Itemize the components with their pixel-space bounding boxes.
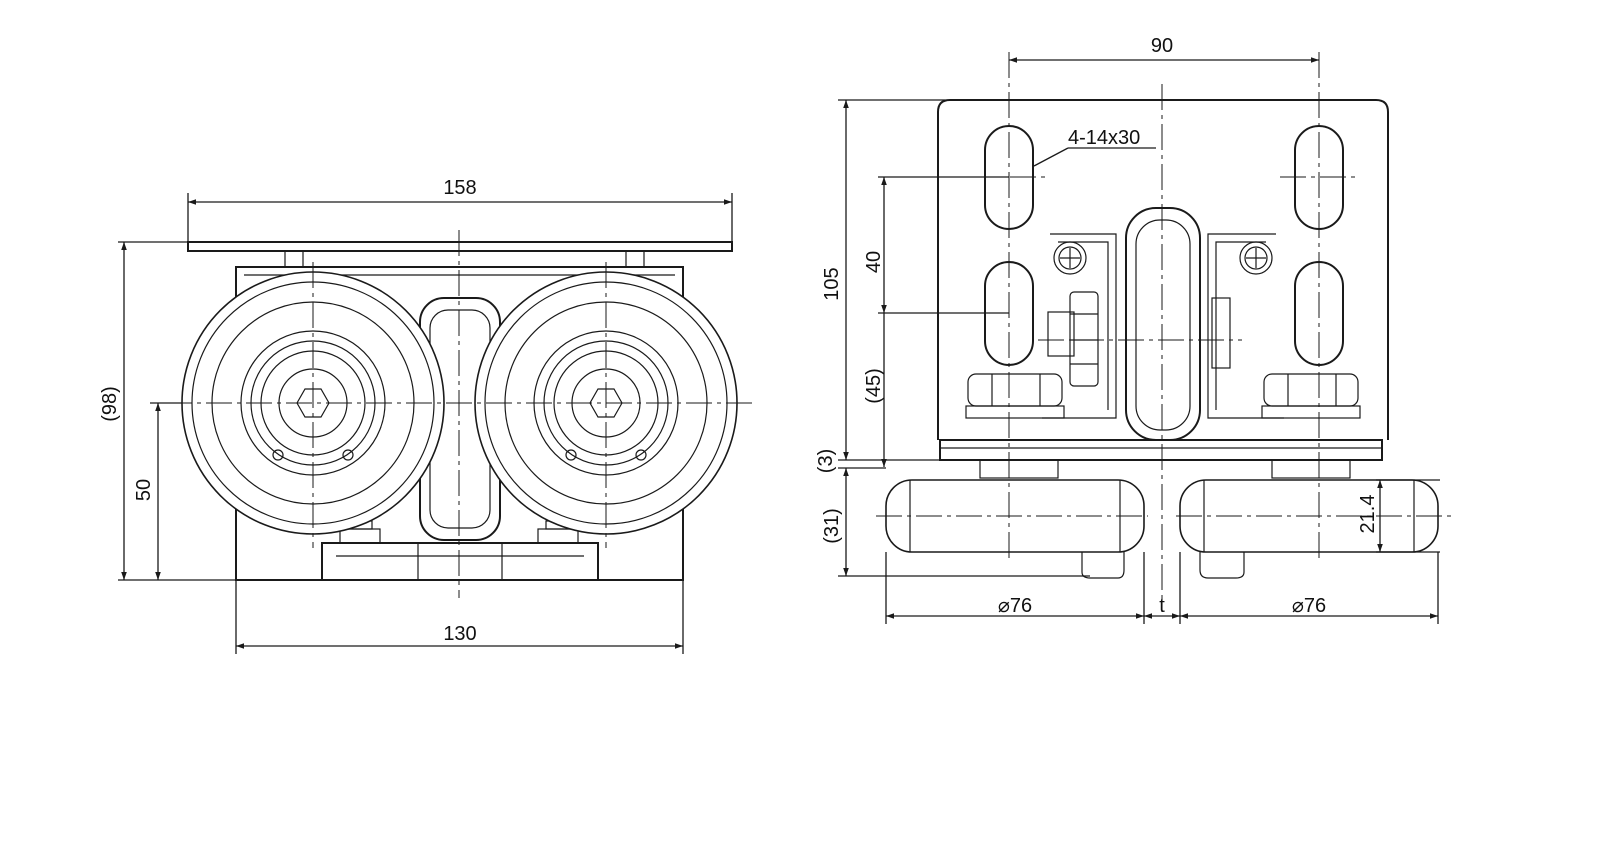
dim-dia-left: ⌀76 — [998, 595, 1032, 617]
dim-t: t — [1159, 595, 1165, 617]
dim-dia-right: ⌀76 — [1292, 595, 1326, 617]
dim-3: (3) — [815, 449, 837, 473]
dim-31: (31) — [821, 508, 843, 544]
front-nut-left — [339, 528, 381, 544]
screw-right — [1239, 241, 1273, 275]
front-top-plate — [187, 241, 733, 252]
side-bolt-end — [1211, 297, 1231, 369]
front-post-left — [284, 250, 304, 268]
dim-105: 105 — [821, 267, 843, 300]
dim-45: (45) — [863, 368, 885, 404]
dim-158: 158 — [443, 177, 476, 199]
side-bolt-nut — [1069, 291, 1099, 387]
screw-left — [1053, 241, 1087, 275]
dim-98: (98) — [99, 386, 121, 422]
lower-nut-left — [965, 373, 1065, 419]
bracket-left — [1042, 233, 1117, 419]
dim-slot-spec: 4-14x30 — [1068, 127, 1140, 149]
front-view: 158 130 (98) 50 — [99, 177, 752, 654]
dim-21-4: 21.4 — [1357, 495, 1379, 534]
front-carriage — [321, 542, 599, 581]
front-nut-right — [537, 528, 579, 544]
bracket-right — [1207, 233, 1284, 419]
dim-50: 50 — [133, 479, 155, 501]
side-wheel-right — [1179, 479, 1439, 579]
side-wheel-left — [885, 479, 1145, 579]
front-post-right — [625, 250, 645, 268]
side-base-plate — [939, 439, 1383, 461]
dim-130: 130 — [443, 623, 476, 645]
side-guide-roller — [1125, 207, 1201, 441]
lower-nut-right — [1261, 373, 1361, 419]
side-bolt-head — [1047, 311, 1075, 357]
slot-leader-line — [1033, 147, 1069, 167]
side-view: 90 4-14x30 105 40 (45) (3) (31) 21.4 — [815, 35, 1452, 624]
dim-90: 90 — [1151, 35, 1173, 57]
dim-40: 40 — [863, 251, 885, 273]
side-vertical-plate — [937, 99, 1389, 440]
